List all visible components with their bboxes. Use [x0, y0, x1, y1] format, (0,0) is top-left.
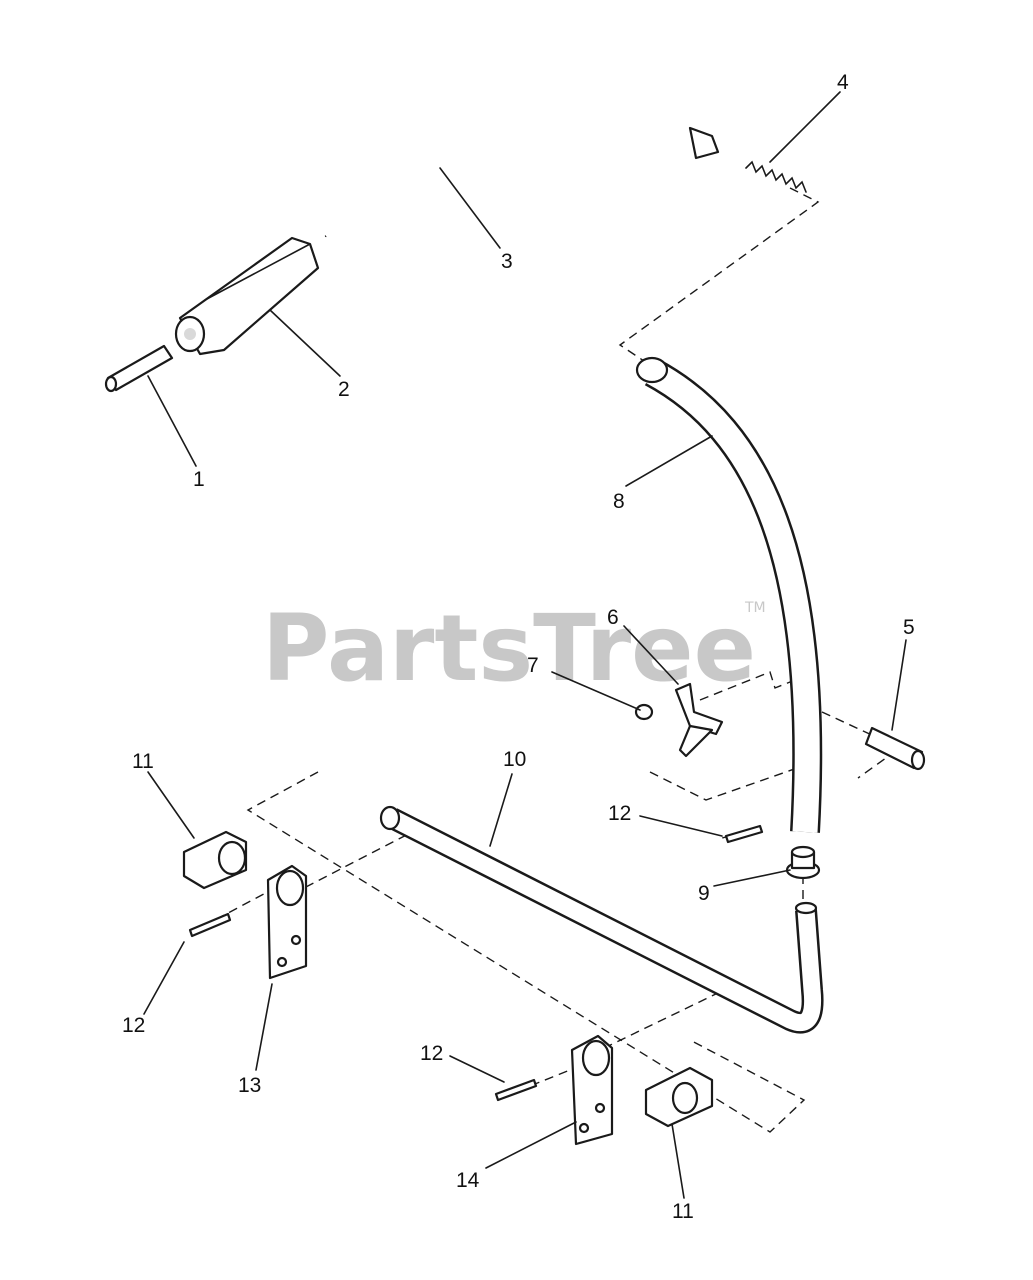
part-12-pin-upper — [724, 824, 764, 844]
callout-9: 9 — [698, 882, 710, 905]
callout-7: 7 — [527, 654, 539, 677]
callout-labels: 1 2 3 4 5 6 7 8 9 10 11 11 12 12 12 13 1… — [122, 71, 915, 1223]
callout-10: 10 — [503, 748, 526, 771]
watermark-trademark: TM — [744, 600, 766, 616]
callout-12-left: 12 — [122, 1014, 145, 1037]
watermark-text: PartsTree — [262, 595, 756, 702]
part-12-pin-right — [494, 1078, 538, 1102]
part-14-arm — [570, 1034, 614, 1146]
part-8-control-tube — [635, 356, 823, 833]
callout-1: 1 — [193, 468, 205, 491]
callout-4: 4 — [837, 71, 849, 94]
part-6-latch — [674, 682, 724, 758]
callout-5: 5 — [903, 616, 915, 639]
part-1-pin — [104, 344, 174, 393]
part-9-bushing — [785, 845, 821, 880]
part-11-bearing-left — [182, 830, 248, 890]
part-3-cable — [324, 120, 720, 238]
part-7-nut — [634, 703, 654, 721]
part-11-bearing-right — [644, 1066, 714, 1128]
callout-12-upper: 12 — [608, 802, 631, 825]
callout-14: 14 — [456, 1169, 480, 1192]
callout-11-right: 11 — [672, 1200, 694, 1223]
callout-3: 3 — [501, 250, 513, 273]
part-5-clevis-pin — [864, 726, 926, 771]
part-2-handle-grip — [174, 236, 320, 356]
leader-lines — [143, 91, 907, 1199]
assembly-dashed-lines — [214, 187, 902, 1133]
callout-12-right: 12 — [420, 1042, 443, 1065]
part-4-spring — [745, 160, 807, 193]
part-10-cross-shaft — [379, 805, 824, 1034]
callout-6: 6 — [607, 606, 619, 629]
part-12-pin-left — [188, 912, 232, 938]
callout-2: 2 — [338, 378, 350, 401]
callout-13: 13 — [238, 1074, 261, 1097]
callout-11-left: 11 — [132, 750, 154, 773]
part-13-arm — [266, 864, 308, 980]
callout-8: 8 — [613, 490, 625, 513]
